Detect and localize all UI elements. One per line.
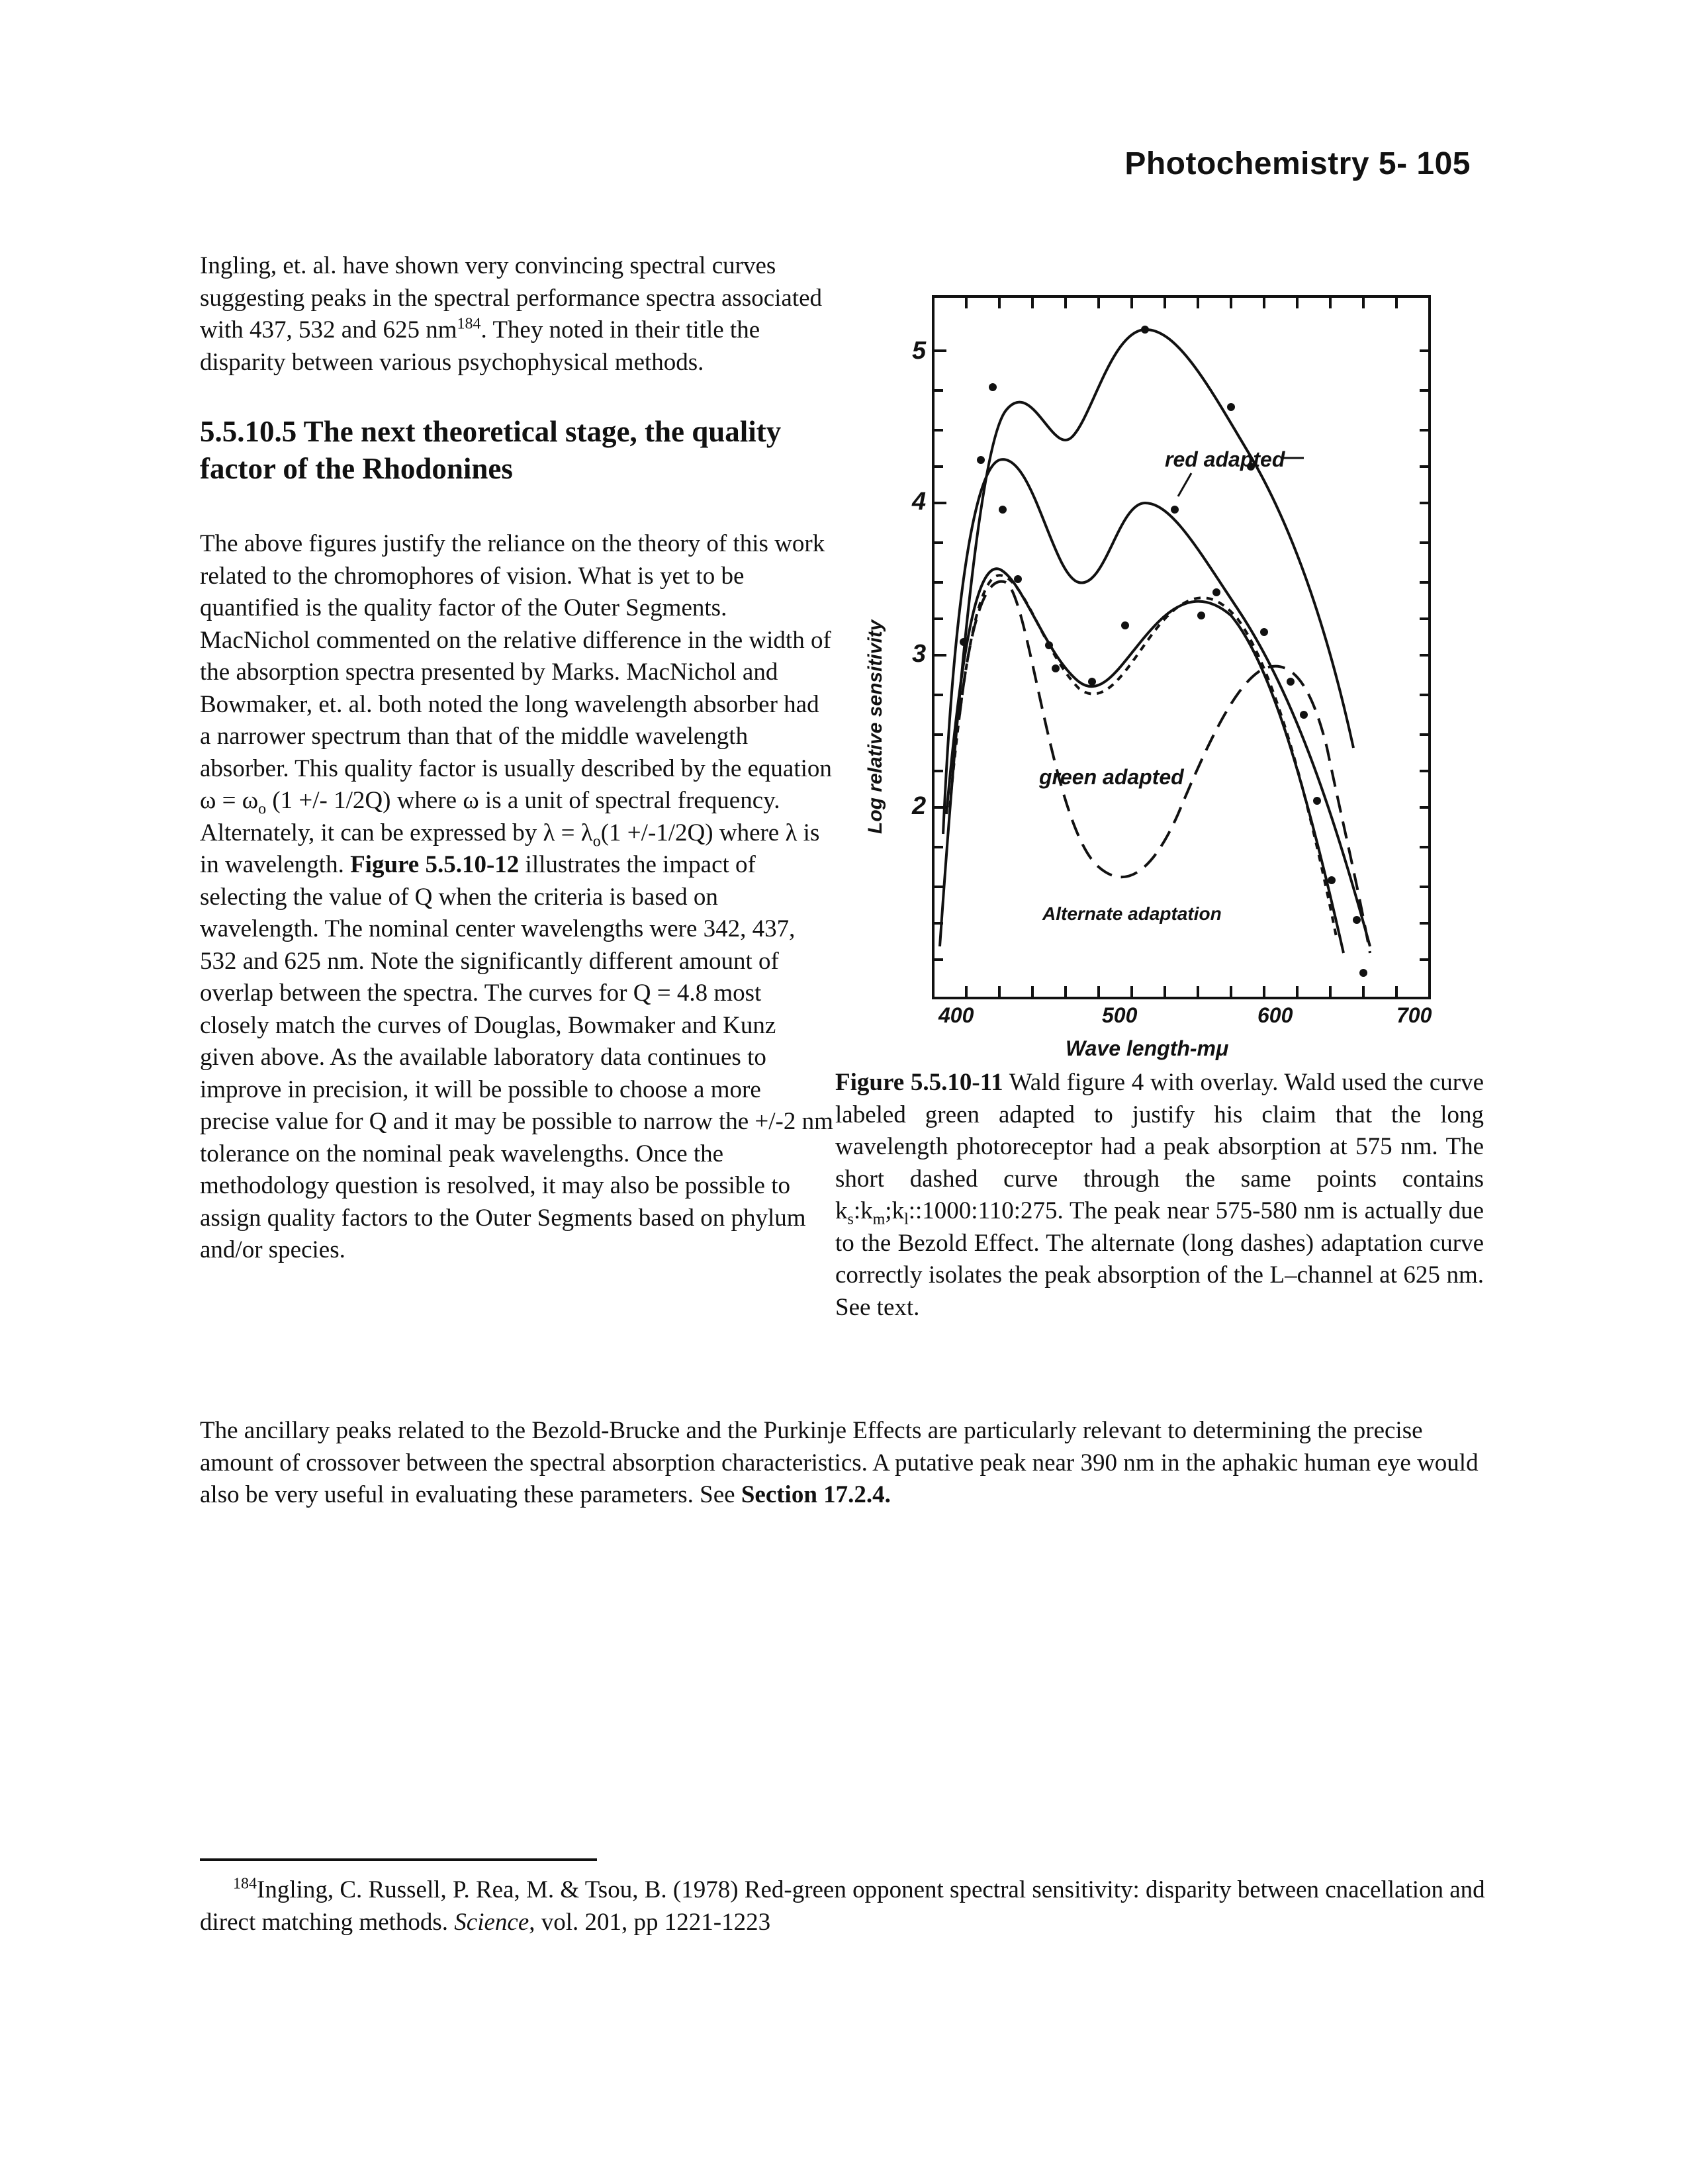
data-point — [1052, 664, 1060, 672]
alternate-adaptation-label: Alternate adaptation — [1042, 903, 1222, 924]
data-point — [1171, 506, 1179, 514]
footnote-divider — [200, 1858, 597, 1861]
middle-curve — [942, 458, 1371, 947]
footnote-journal: Science — [454, 1908, 529, 1936]
body-text-4: illustrates the impact of selecting the … — [200, 851, 833, 1263]
data-point — [1212, 588, 1220, 596]
data-point — [1227, 403, 1235, 411]
body-text-1: The above figures justify the reliance o… — [200, 530, 832, 814]
footnote: 184Ingling, C. Russell, P. Rea, M. & Tso… — [200, 1874, 1490, 1938]
data-point — [1088, 678, 1096, 686]
y-tick-label: 3 — [912, 640, 926, 668]
red-adapted-curve — [938, 328, 1355, 947]
red-adapted-label: red adapted — [1165, 447, 1286, 471]
data-point — [999, 506, 1007, 514]
alternate-adaptation-curve — [958, 580, 1371, 954]
data-point — [1247, 463, 1255, 471]
data-point — [1141, 326, 1149, 334]
data-point — [1313, 797, 1321, 805]
caption-text-2: :k — [853, 1197, 873, 1224]
left-column: Ingling, et. al. have shown very convinc… — [200, 250, 835, 1267]
section-reference[interactable]: Section 17.2.4. — [741, 1481, 891, 1508]
red-label-leader — [1177, 473, 1193, 497]
data-point — [1121, 621, 1129, 629]
data-point — [1260, 628, 1268, 636]
caption-text-3: ;k — [885, 1197, 905, 1224]
data-point — [977, 456, 985, 464]
y-axis-label: Log relative sensitivity — [864, 619, 886, 834]
y-tick-label: 4 — [911, 488, 926, 516]
wald-figure: 5 4 3 2 Log relative sensitivity 400 500… — [841, 285, 1476, 1072]
data-point — [1287, 678, 1295, 686]
data-point — [1300, 711, 1308, 719]
body-paragraph: The above figures justify the reliance o… — [200, 528, 835, 1267]
short-dashed-curve — [948, 574, 1338, 940]
data-point — [1045, 641, 1053, 649]
x-axis-label: Wave length-mμ — [1066, 1036, 1228, 1060]
x-tick-label: 700 — [1396, 1003, 1432, 1027]
figure-reference[interactable]: Figure 5.5.10-12 — [350, 851, 520, 878]
plot-frame — [932, 295, 1431, 999]
green-adapted-label: green adapted — [1038, 765, 1185, 789]
y-tick-label: 2 — [911, 792, 926, 820]
caption-figure-number: Figure 5.5.10-11 — [835, 1069, 1003, 1096]
caption-sub-s: s — [847, 1210, 854, 1228]
data-point — [989, 383, 997, 391]
footnote-number: 184 — [233, 1875, 257, 1893]
intro-paragraph: Ingling, et. al. have shown very convinc… — [200, 250, 835, 379]
body-text-2: (1 +/- 1/2Q) where ω is a unit of spectr… — [200, 787, 780, 846]
closing-text: The ancillary peaks related to the Bezol… — [200, 1417, 1479, 1508]
data-point — [1328, 876, 1336, 884]
caption-sub-l: l — [904, 1210, 909, 1228]
lambda-subscript: o — [592, 832, 601, 850]
spectral-plot: 5 4 3 2 Log relative sensitivity 400 500… — [864, 295, 1432, 1060]
data-point — [1197, 612, 1205, 619]
top-ticks — [965, 296, 1398, 308]
caption-text-4: ::1000:110:275. The peak near 575-580 nm… — [835, 1197, 1484, 1321]
data-points — [960, 326, 1367, 977]
y-tick-label: 5 — [912, 337, 927, 365]
intro-text: Ingling, et. al. have shown very convinc… — [200, 252, 823, 343]
footnote-ref[interactable]: 184 — [457, 315, 481, 333]
footnote-text: Ingling, C. Russell, P. Rea, M. & Tsou, … — [200, 1876, 1485, 1936]
caption-sub-m: m — [872, 1210, 886, 1228]
closing-paragraph: The ancillary peaks related to the Bezol… — [200, 1415, 1490, 1512]
data-point — [1359, 969, 1367, 977]
caption-text-1: Wald figure 4 with overlay. Wald used th… — [835, 1069, 1484, 1224]
data-point — [1014, 575, 1022, 583]
intro-text-end: . They noted in their title the disparit… — [200, 316, 760, 376]
x-tick-label: 600 — [1257, 1003, 1293, 1027]
section-heading: 5.5.10.5 The next theoretical stage, the… — [200, 415, 782, 485]
side-ticks — [933, 349, 1430, 961]
omega-subscript: o — [258, 800, 267, 818]
data-point — [1353, 916, 1361, 924]
green-adapted-curve — [945, 567, 1345, 954]
footnote-tail: , vol. 201, pp 1221-1223 — [529, 1908, 771, 1936]
bottom-ticks — [965, 986, 1398, 998]
body-text-3: (1 +/-1/2Q) where λ is in wavelength. — [200, 819, 820, 879]
page-header: Photochemistry 5- 105 — [1124, 146, 1471, 181]
x-tick-label: 500 — [1102, 1003, 1138, 1027]
x-tick-label: 400 — [938, 1003, 974, 1027]
figure-caption: Figure 5.5.10-11 Wald figure 4 with over… — [835, 1067, 1484, 1324]
data-point — [960, 638, 968, 646]
